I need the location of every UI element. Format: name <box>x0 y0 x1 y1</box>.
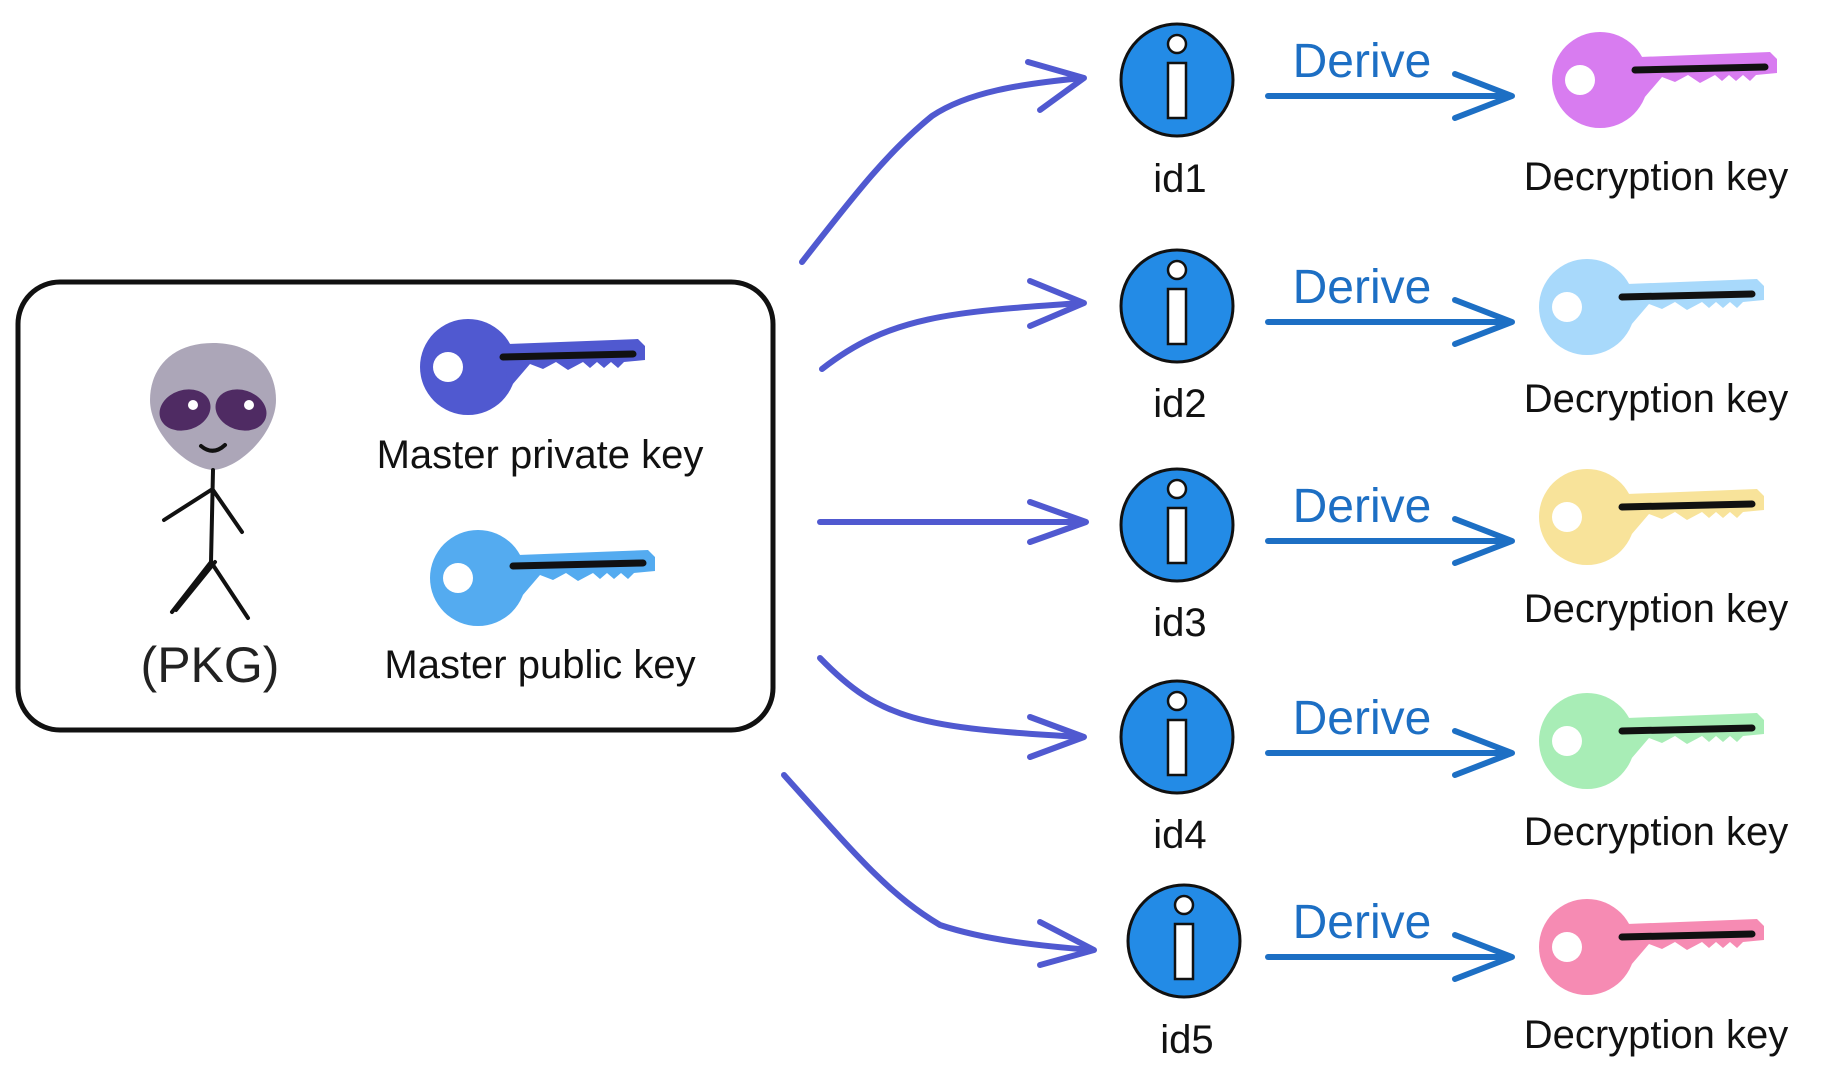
master-private-key-icon <box>420 319 645 415</box>
identity-label: id5 <box>1160 1018 1213 1062</box>
info-icon <box>1119 248 1235 364</box>
info-icon <box>1119 467 1235 583</box>
derive-arrow <box>1265 297 1515 347</box>
derive-arrow <box>1265 71 1515 121</box>
decryption-key-icon <box>1552 32 1777 128</box>
pkg-label: (PKG) <box>141 637 280 693</box>
derive-label: Derive <box>1293 35 1432 88</box>
fan-arrows <box>781 59 1097 968</box>
decryption-key-icon <box>1539 259 1764 355</box>
decryption-key-icon <box>1539 693 1764 789</box>
decryption-key-label: Decryption key <box>1524 377 1789 421</box>
decryption-key-label: Decryption key <box>1524 587 1789 631</box>
fan-arrow-1 <box>799 59 1087 265</box>
info-icon <box>1119 679 1235 795</box>
master-public-key-icon <box>430 530 655 626</box>
decryption-key-icon <box>1539 899 1764 995</box>
stick-body <box>162 468 250 620</box>
decryption-key-label: Decryption key <box>1524 155 1789 199</box>
fan-arrow-4 <box>817 655 1087 760</box>
info-icon <box>1119 22 1235 138</box>
derive-arrow <box>1265 932 1515 982</box>
derive-label: Derive <box>1293 896 1432 949</box>
derive-label: Derive <box>1293 480 1432 533</box>
fan-arrow-3 <box>817 499 1089 545</box>
identity-label: id3 <box>1153 601 1206 645</box>
decryption-key-label: Decryption key <box>1524 1013 1789 1057</box>
info-icon <box>1126 883 1242 999</box>
derive-label: Derive <box>1293 261 1432 314</box>
master-public-key-label: Master public key <box>384 643 695 687</box>
alien-head-icon <box>150 343 276 470</box>
derive-arrow <box>1265 516 1515 566</box>
identity-label: id2 <box>1153 382 1206 426</box>
master-private-key-label: Master private key <box>377 433 704 477</box>
fan-arrow-5 <box>781 772 1097 968</box>
derive-label: Derive <box>1293 692 1432 745</box>
decryption-key-icon <box>1539 469 1764 565</box>
identity-label: id4 <box>1153 813 1206 857</box>
pkg-alien <box>150 343 276 620</box>
derive-arrow <box>1265 728 1515 778</box>
fan-arrow-2 <box>819 278 1087 372</box>
identity-label: id1 <box>1153 157 1206 201</box>
decryption-key-label: Decryption key <box>1524 810 1789 854</box>
